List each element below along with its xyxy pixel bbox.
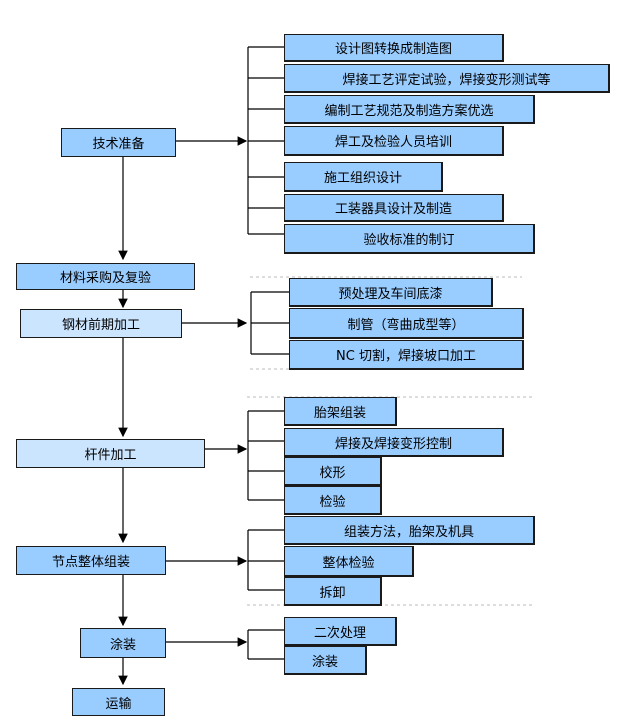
sub-straightening: 校形 xyxy=(284,457,382,486)
step-node-assembly: 节点整体组装 xyxy=(16,546,166,575)
branch-arrows xyxy=(166,136,248,647)
sub-design-conversion: 设计图转换成制造图 xyxy=(284,34,504,62)
sub-process-spec: 编制工艺规范及制造方案优选 xyxy=(284,95,535,124)
sub-overall-inspection: 整体检验 xyxy=(284,546,414,577)
sub-disassembly: 拆卸 xyxy=(284,577,382,606)
step-tech-prep: 技术准备 xyxy=(61,128,176,157)
sub-nc-cutting: NC 切割，焊接坡口加工 xyxy=(289,340,524,370)
sub-welding-procedure-test: 焊接工艺评定试验，焊接变形测试等 xyxy=(284,64,610,93)
sub-welder-training: 焊工及检验人员培训 xyxy=(284,126,504,156)
sub-jig-assembly: 胎架组装 xyxy=(284,397,397,426)
sub-inspection: 检验 xyxy=(284,486,382,515)
sub-tooling-design: 工装器具设计及制造 xyxy=(284,194,504,222)
sub-assembly-method: 组装方法，胎架及机具 xyxy=(284,516,535,545)
step-material-procurement: 材料采购及复验 xyxy=(16,263,195,290)
sub-pretreatment-primer: 预处理及车间底漆 xyxy=(289,278,493,307)
sub-construction-design: 施工组织设计 xyxy=(284,162,443,192)
brackets xyxy=(247,46,289,660)
sub-painting: 涂装 xyxy=(284,646,367,675)
sub-pipe-making: 制管（弯曲成型等） xyxy=(289,308,524,339)
step-member-processing: 杆件加工 xyxy=(16,439,205,468)
step-transport: 运输 xyxy=(72,688,165,716)
sub-acceptance-criteria: 验收标准的制订 xyxy=(284,224,535,254)
step-steel-preprocessing: 钢材前期加工 xyxy=(20,309,182,338)
sub-secondary-treatment: 二次处理 xyxy=(284,617,397,646)
sub-welding-control: 焊接及焊接变形控制 xyxy=(284,428,504,457)
step-coating: 涂装 xyxy=(80,628,166,658)
